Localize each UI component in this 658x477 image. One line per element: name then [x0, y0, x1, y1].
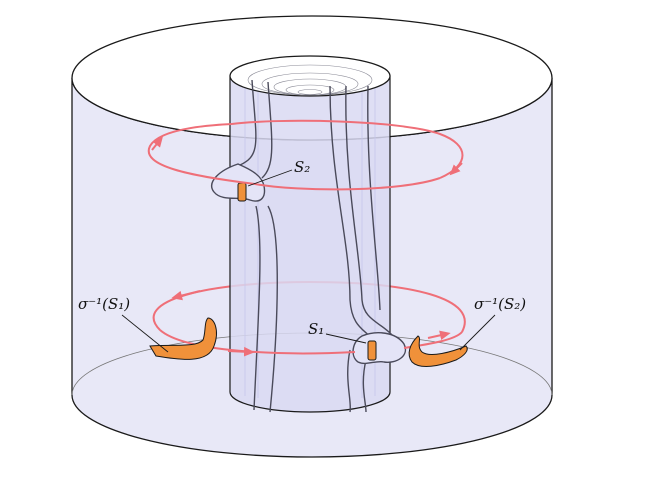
s1-bulge [352, 332, 407, 365]
label-s1: S₁ [308, 320, 324, 338]
lower-loop-arrow-right [427, 330, 451, 340]
sigma-inv-s1-patch [149, 317, 217, 360]
upper-loop-front [147, 123, 441, 191]
upper-loop-arrow-right [449, 162, 463, 176]
lower-loop-arrow [171, 290, 201, 301]
sigma-inv-s2-patch [408, 335, 468, 367]
upper-loop-arrow-left [151, 136, 163, 151]
inner-cylinder-top [229, 55, 391, 97]
upper-loop-back [231, 119, 464, 179]
s1-patch [367, 340, 377, 361]
strands [239, 79, 393, 413]
label-sigma-inv-s1: σ⁻¹(S₁) [78, 295, 130, 313]
label-s2: S₂ [294, 158, 310, 176]
inner-cylinder-top-rings [247, 64, 373, 96]
lower-loop-arrow-front [227, 346, 255, 357]
inner-cylinder-shade [244, 76, 376, 398]
leader-lines [121, 169, 496, 353]
label-sigma-inv-s2: σ⁻¹(S₂) [474, 295, 526, 313]
s2-patch [237, 182, 247, 202]
